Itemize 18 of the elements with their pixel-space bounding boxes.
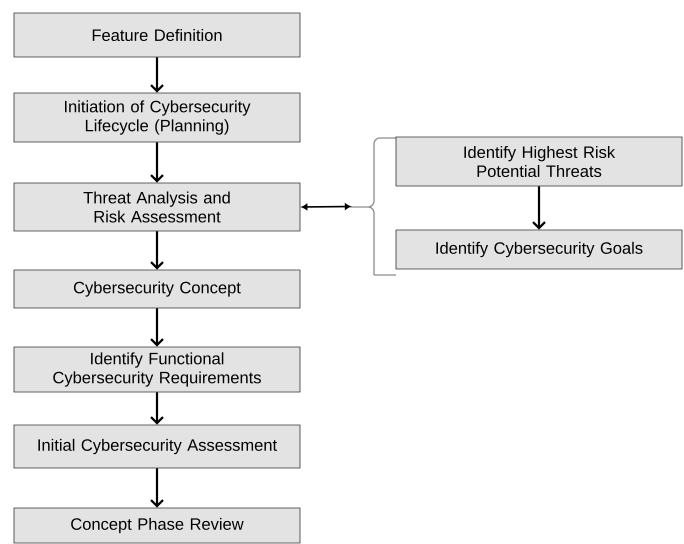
process-box: Initiation of Cybersecurity Lifecycle (Planning) [14,92,300,142]
process-box: Identify Cybersecurity Goals [396,230,682,270]
arrow [532,186,546,230]
process-box: Feature Definition [14,12,300,58]
arrow [150,231,164,270]
arrow [150,57,164,93]
arrow [302,203,351,210]
process-box: Cybersecurity Concept [14,270,300,308]
arrow [150,142,164,183]
process-box: Identify Functional Cybersecurity Requirements [14,346,300,392]
bracket [351,137,396,276]
process-box: Threat Analysis and Risk Assessment [14,182,300,232]
arrow [150,308,164,347]
process-box: Identify Highest Risk Potential Threats [396,136,682,186]
arrow [150,468,164,508]
process-box: Concept Phase Review [14,508,300,544]
arrow [150,392,164,425]
process-box: Initial Cybersecurity Assessment [14,424,300,468]
